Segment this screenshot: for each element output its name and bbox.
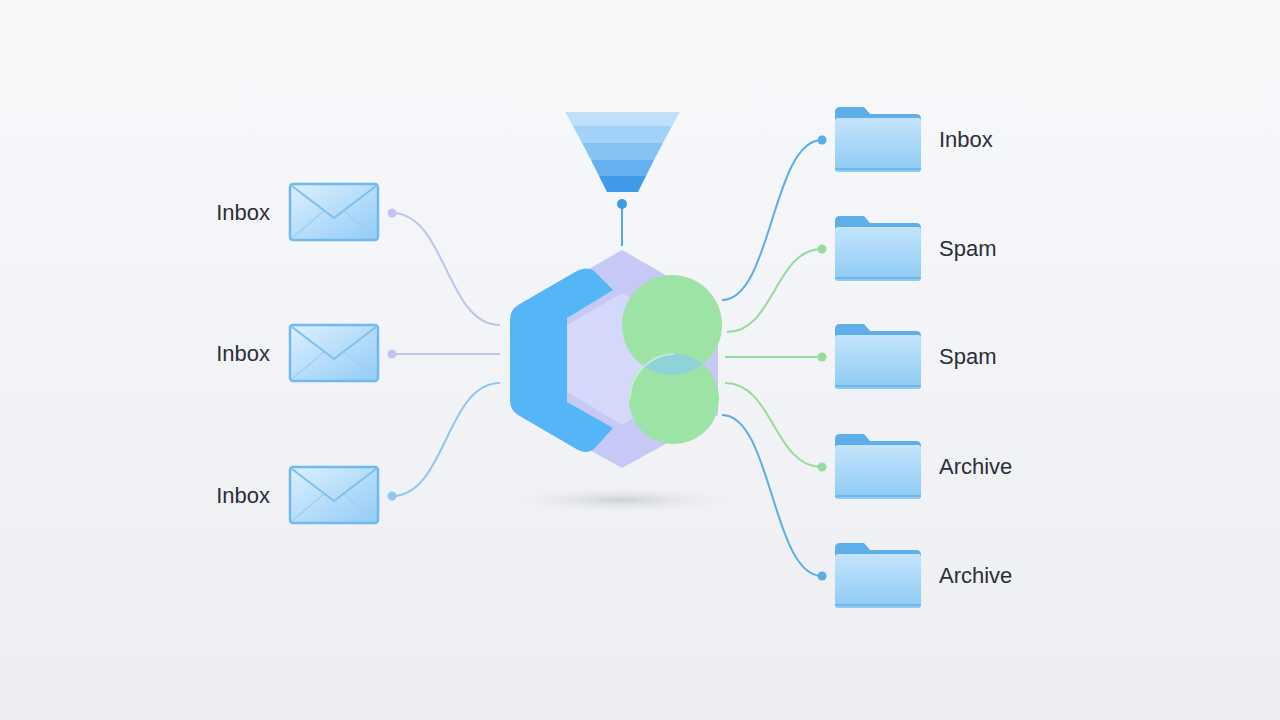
hub-shadow	[512, 488, 732, 512]
node-label: Spam	[939, 236, 996, 262]
wire-dot	[818, 572, 827, 581]
wire-dot	[818, 245, 827, 254]
mail-item: Inbox	[216, 323, 380, 385]
node-label: Inbox	[216, 341, 270, 367]
node-label: Archive	[939, 563, 1012, 589]
folder-item: Archive	[834, 542, 1012, 610]
node-label: Spam	[939, 344, 996, 370]
folder-icon	[834, 215, 922, 283]
envelope-icon	[288, 182, 380, 244]
wire-dot	[818, 353, 827, 362]
wire-dot	[818, 463, 827, 472]
wire	[725, 356, 822, 358]
envelope-icon	[288, 465, 380, 527]
wire-dot	[388, 350, 397, 359]
node-label: Archive	[939, 454, 1012, 480]
folder-icon	[834, 433, 922, 501]
folder-icon	[834, 542, 922, 610]
wire	[722, 415, 822, 576]
mail-item: Inbox	[216, 465, 380, 527]
envelope-icon	[288, 323, 380, 385]
folder-icon	[834, 323, 922, 391]
folder-item: Archive	[834, 433, 1012, 501]
folder-item: Inbox	[834, 106, 993, 174]
wire-dot	[818, 136, 827, 145]
folder-item: Spam	[834, 323, 996, 391]
node-label: Inbox	[939, 127, 993, 153]
mail-item: Inbox	[216, 182, 380, 244]
funnel-icon	[565, 112, 680, 246]
wire	[392, 383, 500, 496]
wire-dot	[388, 492, 397, 501]
node-label: Inbox	[216, 483, 270, 509]
wire	[392, 213, 500, 325]
wire	[725, 383, 822, 467]
wire	[722, 140, 822, 300]
wires	[388, 136, 827, 581]
wire-dot	[388, 209, 397, 218]
hub-hexagon	[510, 250, 722, 468]
folder-item: Spam	[834, 215, 996, 283]
wire	[392, 353, 500, 355]
wire	[727, 249, 822, 332]
folder-icon	[834, 106, 922, 174]
node-label: Inbox	[216, 200, 270, 226]
